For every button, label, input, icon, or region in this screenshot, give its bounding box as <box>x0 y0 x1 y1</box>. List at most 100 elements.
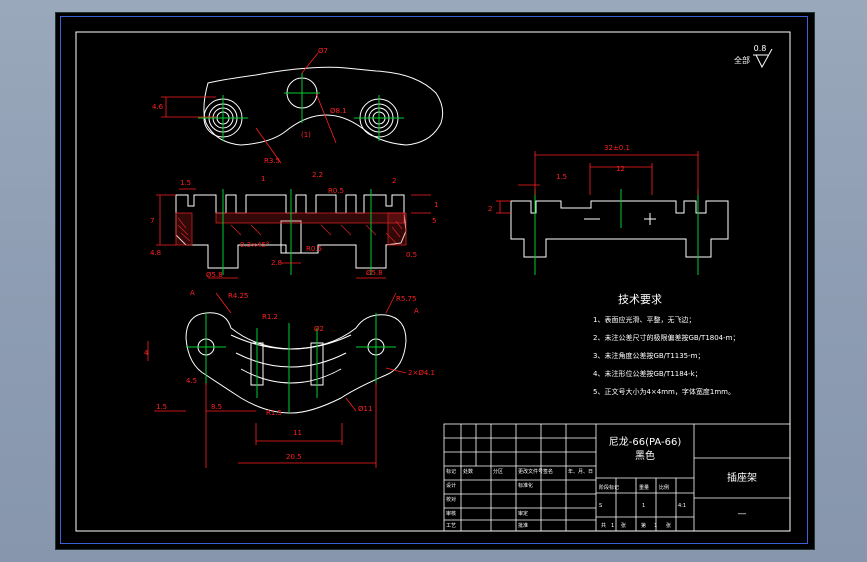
svg-text:32±0.1: 32±0.1 <box>604 144 630 152</box>
svg-text:R4.25: R4.25 <box>228 292 248 300</box>
svg-text:Ø5.8: Ø5.8 <box>206 271 223 279</box>
svg-text:1.5: 1.5 <box>556 173 567 181</box>
svg-text:R1.5: R1.5 <box>266 409 282 417</box>
svg-text:更改文件号: 更改文件号 <box>518 468 543 475</box>
tech-req-item: 3、未注角度公差按GB/T1135-m； <box>593 351 704 360</box>
roughness-symbol: 0.8 全部 <box>734 44 773 69</box>
top-view-dims <box>161 52 337 164</box>
svg-text:0.5: 0.5 <box>406 251 417 259</box>
svg-text:年、月、日: 年、月、日 <box>568 468 593 475</box>
tech-req-item: 2、未注公差尺寸的极限偏差按GB/T1804-m； <box>593 333 739 342</box>
top-view-centerlines <box>198 73 404 141</box>
svg-text:1: 1 <box>642 503 645 509</box>
svg-text:1.5: 1.5 <box>156 403 167 411</box>
svg-text:(1): (1) <box>301 131 311 139</box>
bottom-view-dims <box>147 292 407 468</box>
svg-text:设计: 设计 <box>446 482 456 489</box>
bottom-view <box>185 312 407 414</box>
svg-text:R0.5: R0.5 <box>328 187 344 195</box>
svg-text:4.8: 4.8 <box>150 249 161 257</box>
svg-text:审核: 审核 <box>446 510 456 517</box>
part-name: 插座架 <box>727 471 757 484</box>
svg-text:4:1: 4:1 <box>678 503 686 509</box>
svg-text:第: 第 <box>641 522 646 529</box>
svg-text:20.5: 20.5 <box>286 453 302 461</box>
tech-req-item: 1、表面应光滑、平整，无飞边； <box>593 315 695 324</box>
svg-text:2.8: 2.8 <box>271 259 282 267</box>
svg-text:R0.5: R0.5 <box>306 245 322 253</box>
svg-text:1: 1 <box>611 523 614 529</box>
svg-text:张: 张 <box>666 522 671 529</box>
tech-req-title: 技术要求 <box>618 293 662 306</box>
cad-viewport[interactable]: 0.8 全部 4.6 Ø7 Ø8.1 <box>55 12 815 550</box>
side-view-dim-text: 32±0.1 12 1.5 2 <box>488 144 630 213</box>
svg-text:A: A <box>414 307 419 315</box>
svg-text:R1.2: R1.2 <box>262 313 278 321</box>
svg-text:处数: 处数 <box>463 468 473 475</box>
technical-requirements: 技术要求 1、表面应光滑、平整，无飞边； 2、未注公差尺寸的极限偏差按GB/T1… <box>593 293 739 396</box>
svg-text:2.2: 2.2 <box>312 171 323 179</box>
svg-text:R3.5: R3.5 <box>264 157 280 165</box>
svg-text:4.6: 4.6 <box>152 103 164 111</box>
svg-text:11: 11 <box>293 429 302 437</box>
svg-text:Ø7: Ø7 <box>318 47 328 55</box>
material-text: 尼龙-66(PA-66) <box>609 435 682 448</box>
tech-req-item: 5、正文号大小为4×4mm，字体宽度1mm。 <box>593 387 735 396</box>
svg-text:批准: 批准 <box>518 522 528 529</box>
svg-text:阶段标记: 阶段标记 <box>599 484 619 491</box>
dash-text: — <box>738 509 747 519</box>
side-view-dims <box>496 151 699 214</box>
section-centerlines <box>222 189 372 275</box>
roughness-label: 全部 <box>734 55 750 65</box>
section-hatch <box>175 212 407 246</box>
svg-text:签名: 签名 <box>543 468 553 475</box>
svg-text:Ø11: Ø11 <box>358 405 372 413</box>
svg-text:R5.75: R5.75 <box>396 295 416 303</box>
top-view <box>203 66 444 146</box>
svg-text:2×Ø4.1: 2×Ø4.1 <box>408 369 435 377</box>
svg-text:校对: 校对 <box>446 496 456 503</box>
svg-text:分区: 分区 <box>493 468 503 475</box>
svg-text:7: 7 <box>150 217 154 225</box>
svg-text:工艺: 工艺 <box>446 523 456 529</box>
svg-text:Ø5.8: Ø5.8 <box>366 269 383 277</box>
svg-text:2: 2 <box>392 177 396 185</box>
section-dims <box>156 188 431 279</box>
svg-text:5: 5 <box>432 217 436 225</box>
svg-text:标记: 标记 <box>446 468 456 475</box>
title-block-text: 尼龙-66(PA-66) 黑色 插座架 — 标记 处数 分区 更改文件号 签名 … <box>446 435 757 529</box>
drawing-frame <box>60 16 808 544</box>
top-view-dim-text: 4.6 Ø7 Ø8.1 R3.5 (1) <box>152 47 347 165</box>
svg-text:Ø8.1: Ø8.1 <box>330 107 347 115</box>
svg-text:比例: 比例 <box>659 484 669 491</box>
side-view <box>510 200 729 258</box>
svg-text:审定: 审定 <box>518 510 528 517</box>
tech-req-item: 4、未注形位公差按GB/T1184-k； <box>593 369 702 378</box>
svg-text:1: 1 <box>261 175 265 183</box>
bottom-view-centerlines <box>186 313 396 413</box>
side-view-marks <box>584 213 656 225</box>
svg-text:12: 12 <box>616 165 625 173</box>
cad-drawing: 0.8 全部 4.6 Ø7 Ø8.1 <box>75 31 791 532</box>
title-block <box>443 423 791 532</box>
roughness-check-icon <box>755 48 773 69</box>
side-view-centerlines <box>534 189 699 275</box>
svg-text:4: 4 <box>144 349 149 357</box>
section-dim-text: 1.5 1 2.2 R0.5 2 7 4.8 1 0.3×45° R0.5 2.… <box>150 171 438 279</box>
svg-text:2: 2 <box>488 205 492 213</box>
svg-text:张: 张 <box>621 522 626 529</box>
svg-text:8.5: 8.5 <box>211 403 222 411</box>
inner-border <box>75 31 791 532</box>
roughness-value: 0.8 <box>754 44 767 53</box>
svg-text:A: A <box>190 289 195 297</box>
svg-text:标准化: 标准化 <box>518 482 533 489</box>
svg-text:共: 共 <box>601 522 606 529</box>
svg-text:4.5: 4.5 <box>186 377 197 385</box>
svg-text:1: 1 <box>654 523 657 529</box>
svg-text:1.5: 1.5 <box>180 179 191 187</box>
svg-text:1: 1 <box>434 201 438 209</box>
bottom-view-dim-text: A A R4.25 R5.75 R1.2 Ø2 4 4.5 1.5 8.5 R1… <box>144 289 435 461</box>
svg-text:S: S <box>599 503 602 509</box>
color-text: 黑色 <box>635 449 655 462</box>
svg-text:Ø2: Ø2 <box>314 325 324 333</box>
